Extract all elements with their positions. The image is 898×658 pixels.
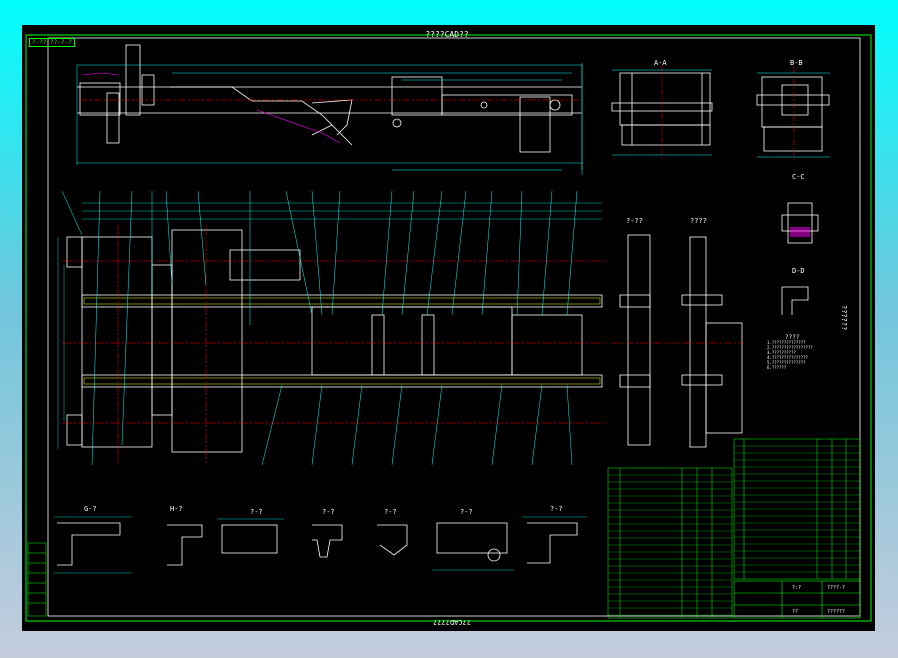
notes-line: 3.?????????? (767, 350, 796, 355)
section-c-hatch (790, 227, 810, 237)
side-view-2 (681, 236, 743, 448)
parts-list-right-rows (734, 445, 860, 573)
view-label-a-a: A-A (654, 59, 667, 67)
main-plan-leaders (61, 190, 578, 466)
title-block (733, 580, 861, 619)
parts-list-left-rows (608, 474, 732, 616)
view-label-bottom-7: ?-? (550, 505, 563, 513)
view-label-bottom-2: H-? (170, 505, 183, 513)
side-view-1 (619, 234, 651, 446)
revision-table (27, 542, 47, 617)
notes-line: 5.?????????????? (767, 360, 806, 365)
notes-line: 2.????????????????? (767, 345, 813, 350)
notes-line: 4.??????????????? (767, 355, 808, 360)
main-plan-centerlines (62, 225, 607, 465)
drawing-title-top: ????CAD?? (425, 30, 469, 39)
title-block-sheet: ?? (792, 609, 799, 615)
right-top-dims (612, 69, 830, 158)
cad-drawing-sheet: ????CAD?? ??CAD???? ?????? ?-?? ??-?-? A… (22, 25, 875, 631)
technical-notes: ???? 1.?????????????? 2.????????????????… (767, 334, 813, 371)
view-label-c-c: C-C (792, 173, 805, 181)
view-label-side-1: ?-?? (626, 217, 643, 225)
view-label-b-b: B-B (790, 59, 803, 67)
top-elevation-view (77, 44, 582, 153)
notes-line: 1.?????????????? (767, 340, 806, 345)
top-elevation-dims (76, 63, 583, 175)
drawing-stamp: ?-?? ??-?-? (29, 38, 75, 47)
parts-list-left (607, 467, 733, 619)
drawing-side-text: ?????? (840, 305, 848, 331)
view-label-d-d: D-D (792, 267, 805, 275)
main-plan-hidden (83, 297, 601, 385)
view-label-bottom-5: ?-? (384, 508, 397, 516)
view-label-bottom-4: ?-? (322, 508, 335, 516)
view-label-side-2: ???? (690, 217, 707, 225)
main-plan-view (66, 229, 603, 453)
bottom-section-views (57, 522, 578, 566)
main-plan-dims (57, 202, 602, 449)
view-b-b (756, 76, 830, 152)
title-block-scale: ?:? (792, 585, 802, 591)
title-block-drawing-no: ????-? (827, 585, 846, 591)
notes-heading: ???? (785, 334, 800, 341)
view-label-bottom-6: ?-? (460, 508, 473, 516)
section-d-d (781, 286, 809, 315)
title-block-drawing-name: ?????? (827, 609, 846, 615)
notes-line: 6.?????? (767, 365, 787, 370)
view-label-bottom-3: ?-? (250, 508, 263, 516)
inner-border (47, 37, 861, 617)
cad-drawing (25, 34, 872, 622)
sheet-border (25, 34, 872, 622)
top-elevation-hidden (81, 72, 341, 144)
view-label-bottom-1: G-? (84, 505, 97, 513)
drawing-title-bottom: ??CAD???? (433, 618, 471, 626)
bottom-section-dims (54, 516, 587, 574)
